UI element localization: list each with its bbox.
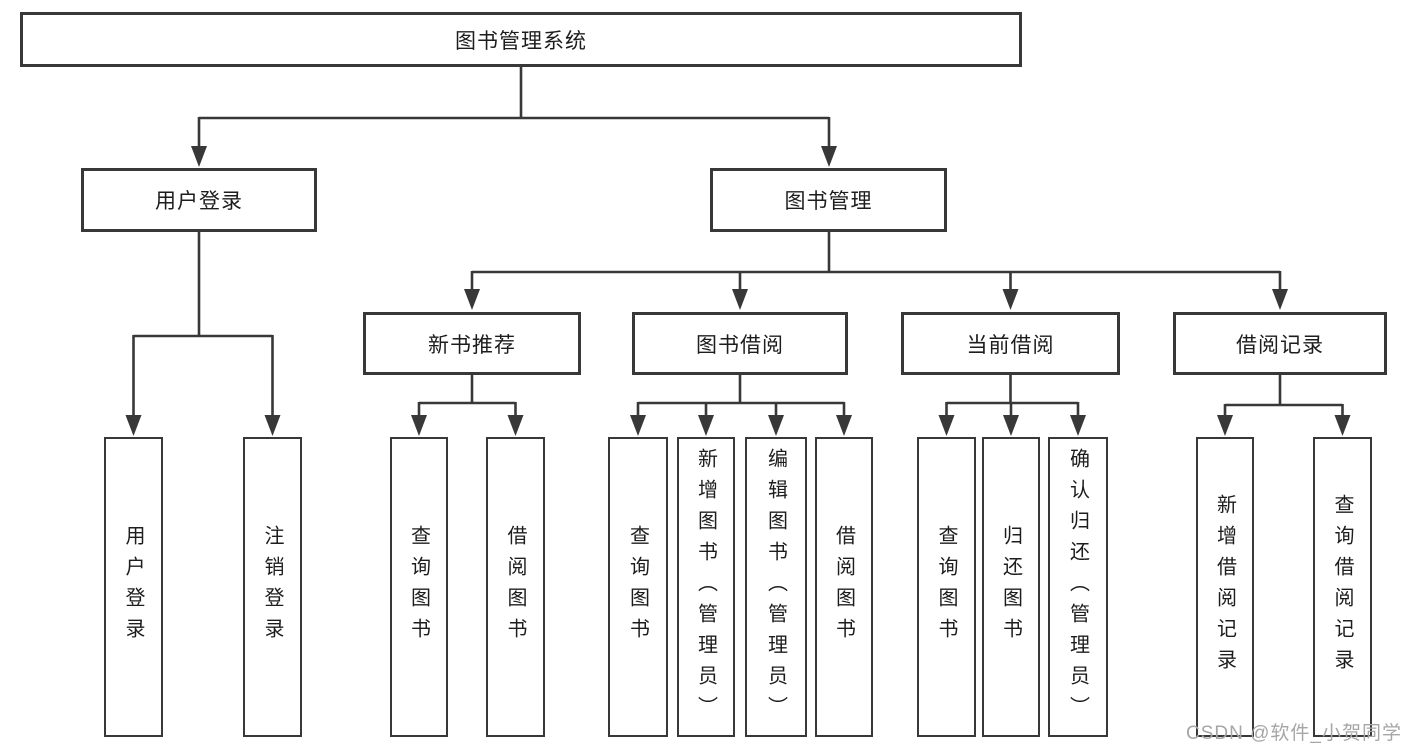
leaf-query-books-rec: 查询图书 — [390, 437, 448, 737]
leaf-add-borrow-record: 新增借阅记录 — [1196, 437, 1254, 737]
connector-current-borrow-to-leaves — [938, 375, 1086, 436]
node-book-borrow: 图书借阅 — [632, 312, 848, 375]
connector-borrow-records-to-leaves — [1217, 375, 1351, 436]
connector-user-login-to-leaves — [125, 232, 281, 436]
leaf-user-login: 用户登录 — [104, 437, 163, 737]
leaf-return-book: 归还图书 — [982, 437, 1040, 737]
connector-new-book-rec-to-leaves — [411, 375, 524, 436]
node-book-mgmt: 图书管理 — [710, 168, 947, 232]
node-borrow-records: 借阅记录 — [1173, 312, 1387, 375]
leaf-borrow-books-rec: 借阅图书 — [486, 437, 545, 737]
connector-root-to-level2 — [191, 67, 837, 167]
leaf-confirm-return-admin: 确认归还（管理员） — [1048, 437, 1108, 737]
node-user-login: 用户登录 — [81, 168, 317, 232]
connector-book-mgmt-to-level3 — [464, 232, 1288, 310]
node-new-book-rec: 新书推荐 — [363, 312, 581, 375]
leaf-add-book-admin: 新增图书（管理员） — [677, 437, 735, 737]
node-root: 图书管理系统 — [20, 12, 1022, 67]
leaf-logout: 注销登录 — [243, 437, 302, 737]
leaf-borrow-books: 借阅图书 — [815, 437, 873, 737]
leaf-query-books-current: 查询图书 — [917, 437, 976, 737]
watermark: CSDN @软件_小贺同学 — [1186, 723, 1402, 744]
leaf-query-books-borrow: 查询图书 — [608, 437, 668, 737]
leaf-query-borrow-record: 查询借阅记录 — [1313, 437, 1372, 737]
connector-book-borrow-to-leaves — [630, 375, 852, 436]
node-current-borrow: 当前借阅 — [901, 312, 1120, 375]
leaf-edit-book-admin: 编辑图书（管理员） — [745, 437, 807, 737]
